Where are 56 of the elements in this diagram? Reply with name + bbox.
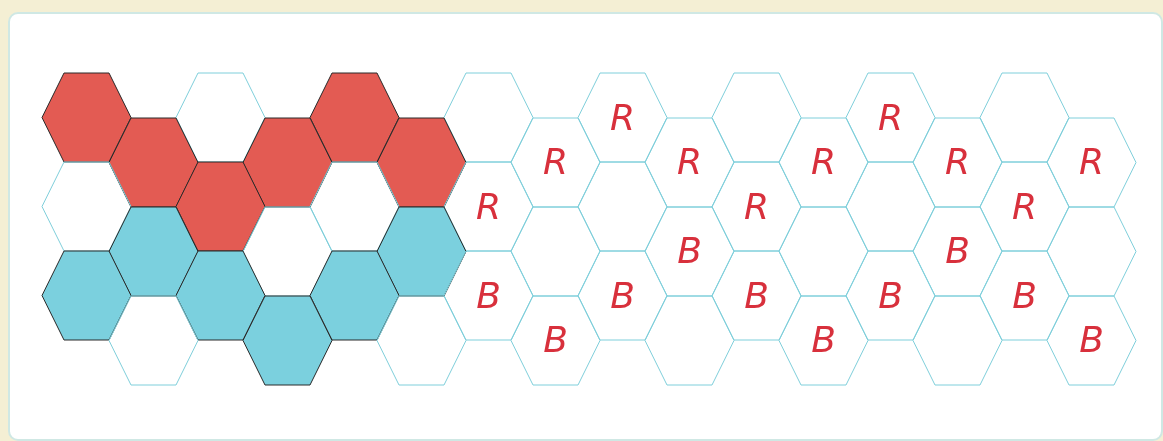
- hexagon: [243, 295, 332, 385]
- letter-label: R: [677, 144, 702, 180]
- letter-label: B: [610, 277, 635, 314]
- hexagon: [310, 251, 399, 340]
- hexagon: [176, 162, 265, 251]
- hexagon: [176, 251, 265, 340]
- hexagon: [444, 73, 533, 162]
- hexagon: [511, 295, 600, 385]
- letter-label: B: [744, 277, 769, 314]
- hexagon: [42, 73, 131, 162]
- hexagon: [578, 73, 667, 162]
- hexagon: [444, 251, 533, 340]
- hexagon: [846, 73, 935, 162]
- letter-label: R: [1012, 188, 1037, 225]
- letter-label: R: [476, 188, 501, 225]
- hexagon: [109, 117, 198, 207]
- hexagon: [444, 162, 533, 251]
- hexagon: [42, 251, 131, 340]
- hexagon: [980, 162, 1069, 251]
- letter-label: R: [811, 144, 836, 180]
- hexagon: [779, 295, 868, 385]
- hexagon: [1047, 117, 1136, 207]
- hexagon: [712, 73, 801, 162]
- letter-label: B: [1012, 277, 1037, 314]
- letter-label: R: [878, 99, 903, 136]
- letter-label: R: [1079, 144, 1104, 180]
- letter-label: B: [543, 322, 568, 358]
- hexagon: [980, 73, 1069, 162]
- hexagon: [846, 162, 935, 251]
- hexagon: [1047, 206, 1136, 296]
- letter-label: B: [811, 322, 836, 358]
- hexagon: [980, 251, 1069, 340]
- hexagon: [377, 295, 466, 385]
- hexagon: [310, 73, 399, 162]
- hexagon: [645, 295, 734, 385]
- letter-label: R: [744, 188, 769, 225]
- hexagon: [712, 251, 801, 340]
- letter-label: B: [878, 277, 903, 314]
- letter-label: B: [945, 233, 970, 269]
- hexagon: [377, 206, 466, 296]
- letter-label: R: [610, 99, 635, 136]
- hexagon: [578, 162, 667, 251]
- letter-label: B: [476, 277, 501, 314]
- hexagon: [377, 117, 466, 207]
- letter-label: R: [945, 144, 970, 180]
- hexagon: [109, 206, 198, 296]
- hexagon: [578, 251, 667, 340]
- hexagon: [846, 251, 935, 340]
- hexagon: [243, 117, 332, 207]
- letter-label: B: [677, 233, 702, 269]
- letter-label: R: [543, 144, 568, 180]
- letter-label: B: [1079, 322, 1104, 358]
- hexagon: [109, 295, 198, 385]
- hexagon: [913, 295, 1002, 385]
- hexagon: [1047, 295, 1136, 385]
- hexagon: [712, 162, 801, 251]
